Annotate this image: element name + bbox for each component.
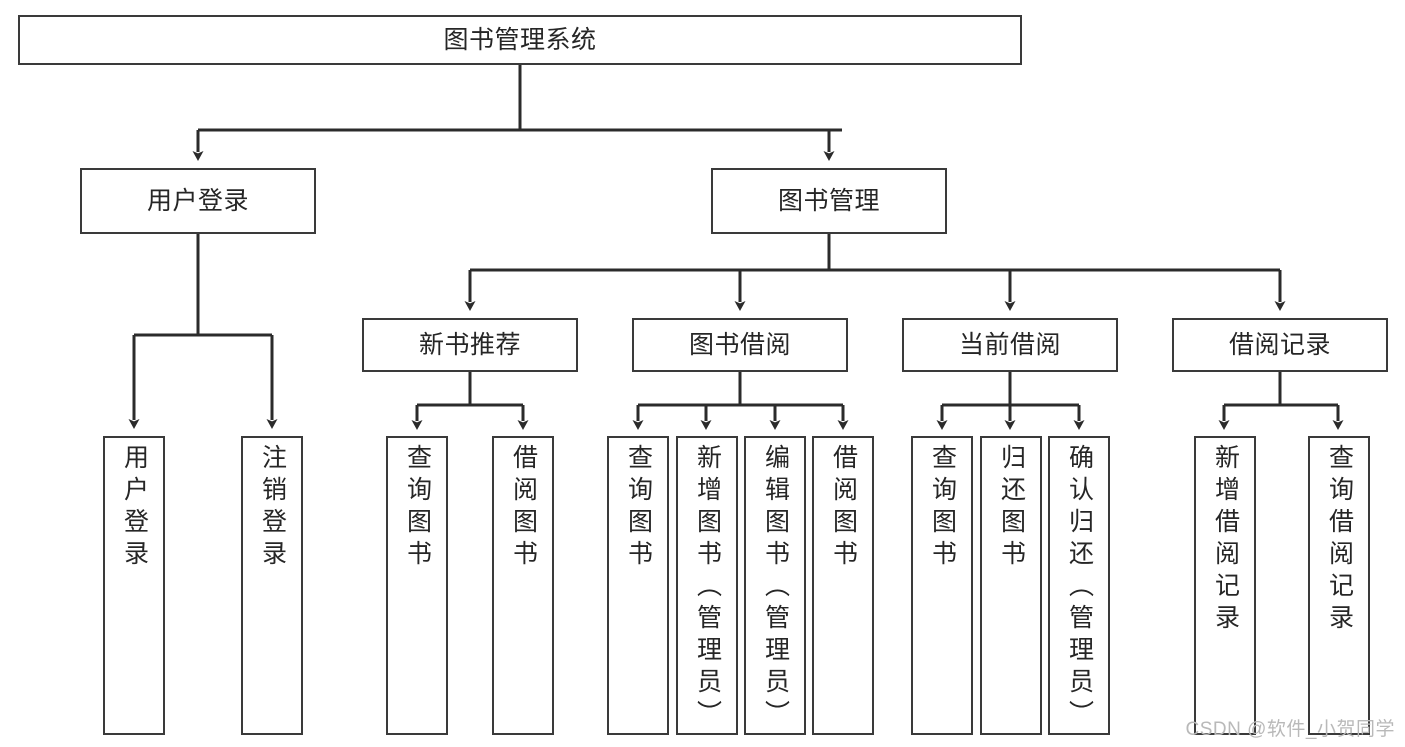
node-new-book-recommend-label: 新书推荐 bbox=[418, 331, 521, 359]
node-user-login[interactable]: 用户登录 bbox=[80, 168, 316, 234]
node-leaf-return-book-label: 归还图书 bbox=[997, 444, 1026, 572]
node-leaf-add-record-label: 新增借阅记录 bbox=[1211, 444, 1240, 636]
node-leaf-confirm-return-label: 确认归还（管理员） bbox=[1065, 444, 1094, 732]
node-root[interactable]: 图书管理系统 bbox=[18, 15, 1022, 65]
node-leaf-return-book[interactable]: 归还图书 bbox=[980, 436, 1042, 735]
node-leaf-edit-book-label: 编辑图书（管理员） bbox=[761, 444, 790, 732]
node-book-management[interactable]: 图书管理 bbox=[711, 168, 947, 234]
node-user-login-label: 用户登录 bbox=[146, 187, 249, 215]
node-current-borrow-label: 当前借阅 bbox=[958, 331, 1061, 359]
node-root-label: 图书管理系统 bbox=[443, 26, 597, 54]
node-borrow-record-label: 借阅记录 bbox=[1228, 331, 1331, 359]
node-leaf-query-book-3-label: 查询图书 bbox=[928, 444, 957, 572]
node-leaf-borrow-book-2-label: 借阅图书 bbox=[829, 444, 858, 572]
node-leaf-query-record-label: 查询借阅记录 bbox=[1325, 444, 1354, 636]
watermark-text: CSDN @软件_小贺同学 bbox=[1185, 719, 1395, 740]
node-book-borrow[interactable]: 图书借阅 bbox=[632, 318, 848, 372]
node-leaf-query-book-3[interactable]: 查询图书 bbox=[911, 436, 973, 735]
node-leaf-query-book-2[interactable]: 查询图书 bbox=[607, 436, 669, 735]
node-leaf-add-book-label: 新增图书（管理员） bbox=[693, 444, 722, 732]
node-leaf-user-login[interactable]: 用户登录 bbox=[103, 436, 165, 735]
node-leaf-query-book-1-label: 查询图书 bbox=[403, 444, 432, 572]
node-new-book-recommend[interactable]: 新书推荐 bbox=[362, 318, 578, 372]
node-current-borrow[interactable]: 当前借阅 bbox=[902, 318, 1118, 372]
node-leaf-logout-login[interactable]: 注销登录 bbox=[241, 436, 303, 735]
node-leaf-borrow-book-1-label: 借阅图书 bbox=[509, 444, 538, 572]
node-book-borrow-label: 图书借阅 bbox=[688, 331, 791, 359]
node-leaf-query-book-2-label: 查询图书 bbox=[624, 444, 653, 572]
node-leaf-logout-login-label: 注销登录 bbox=[258, 444, 287, 572]
node-leaf-confirm-return[interactable]: 确认归还（管理员） bbox=[1048, 436, 1110, 735]
node-leaf-add-book[interactable]: 新增图书（管理员） bbox=[676, 436, 738, 735]
node-leaf-query-book-1[interactable]: 查询图书 bbox=[386, 436, 448, 735]
node-borrow-record[interactable]: 借阅记录 bbox=[1172, 318, 1388, 372]
node-leaf-query-record[interactable]: 查询借阅记录 bbox=[1308, 436, 1370, 735]
node-leaf-borrow-book-2[interactable]: 借阅图书 bbox=[812, 436, 874, 735]
node-leaf-add-record[interactable]: 新增借阅记录 bbox=[1194, 436, 1256, 735]
node-leaf-edit-book[interactable]: 编辑图书（管理员） bbox=[744, 436, 806, 735]
node-leaf-borrow-book-1[interactable]: 借阅图书 bbox=[492, 436, 554, 735]
node-book-management-label: 图书管理 bbox=[777, 187, 880, 215]
node-leaf-user-login-label: 用户登录 bbox=[120, 444, 149, 572]
